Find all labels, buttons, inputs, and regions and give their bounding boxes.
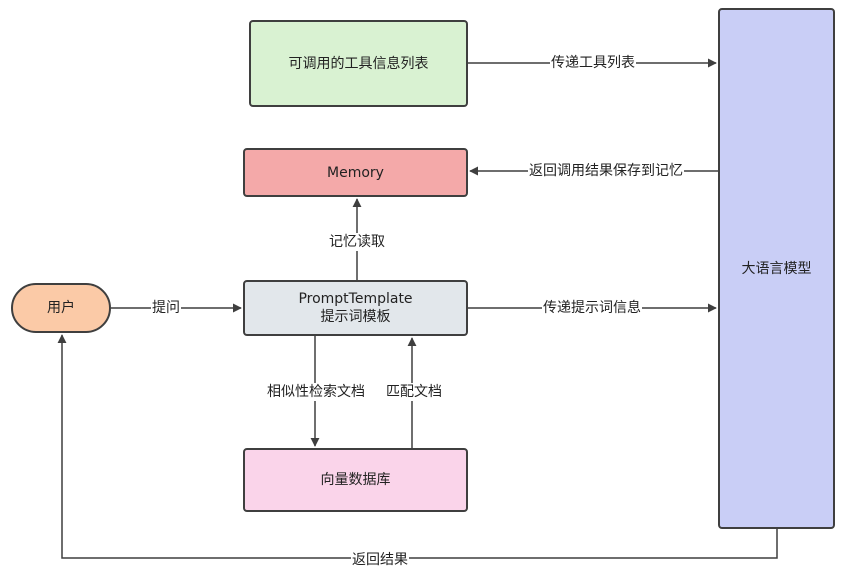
- prompt-template-sublabel: 提示词模板: [320, 309, 391, 325]
- edge-label-similarity-search: 相似性检索文档: [266, 383, 366, 401]
- vector-db-node: 向量数据库: [243, 448, 468, 512]
- user-node: 用户: [11, 283, 111, 333]
- edge-label-ask: 提问: [151, 299, 181, 317]
- edge-label-match-docs: 匹配文档: [385, 383, 443, 401]
- llm-label: 大语言模型: [741, 260, 812, 277]
- llm-node: 大语言模型: [718, 8, 835, 529]
- edge-return-result: [57, 334, 778, 559]
- memory-node: Memory: [243, 148, 468, 197]
- edge-label-pass-tools: 传递工具列表: [550, 54, 636, 72]
- edge-label-return-result: 返回结果: [351, 551, 409, 569]
- memory-label: Memory: [327, 164, 384, 181]
- prompt-template-label: PromptTemplate: [298, 291, 413, 307]
- tools-list-node: 可调用的工具信息列表: [249, 20, 468, 107]
- edge-label-pass-prompt: 传递提示词信息: [542, 299, 642, 317]
- user-label: 用户: [47, 300, 75, 316]
- edge-label-memory-read: 记忆读取: [328, 233, 386, 251]
- edge-label-return-to-memory: 返回调用结果保存到记忆: [528, 162, 684, 180]
- prompt-template-node: PromptTemplate 提示词模板: [243, 280, 468, 336]
- tools-list-label: 可调用的工具信息列表: [288, 55, 429, 72]
- vector-db-label: 向量数据库: [320, 472, 391, 488]
